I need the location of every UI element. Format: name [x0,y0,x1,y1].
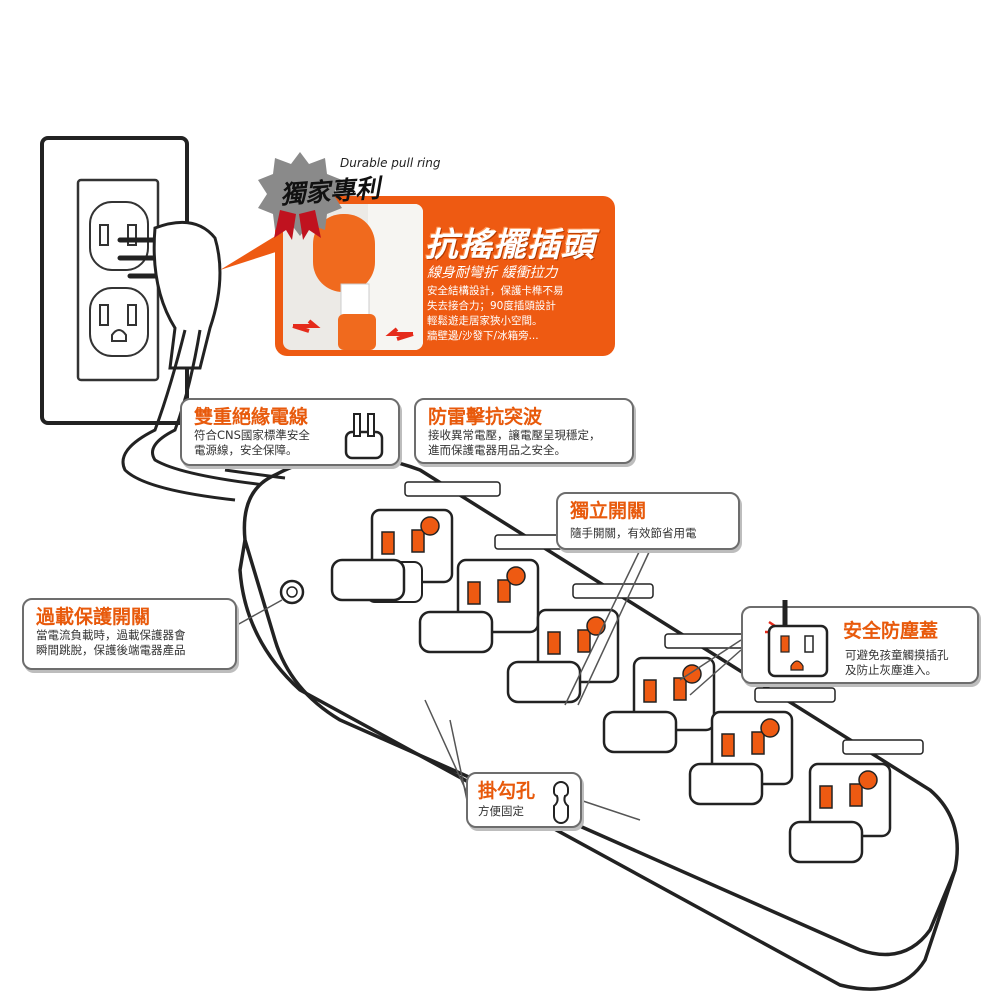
patent-seal-label: 獨家專利 [279,173,382,210]
dust-cover-icon [765,600,829,678]
pull-ring-caption: Durable pull ring [340,156,441,170]
callout-independent-switch: 獨立開關 隨手開關，有效節省用電 [556,492,740,550]
patent-seal-icon [258,152,342,240]
promo-headline: 抗搖擺插頭 [425,225,595,264]
callout-dust-cover: 安全防塵蓋 可避免孩童觸摸插孔 及防止灰塵進入。 [741,600,979,684]
callout-hook-hole: 掛勾孔 方便固定 [466,772,582,828]
promo-body: 安全結構設計，保護卡榫不易 失去接合力；90度插頭設計 輕鬆遊走居家狹小空間。 … [427,285,564,342]
anti-sway-plug-panel: 抗搖擺插頭 線身耐彎折 緩衝拉力 安全結構設計，保護卡榫不易 失去接合力；90度… [275,196,615,356]
hook-hole-icon [553,780,569,824]
pull-ring-photo [283,204,423,350]
callout-surge-protection: 防雷擊抗突波 接收異常電壓，讓電壓呈現穩定， 進而保護電器用品之安全。 [414,398,634,464]
callout-overload-switch: 過載保護開關 當電流負載時，過載保護器會 瞬間跳脫，保護後端電器產品 [22,598,237,670]
callout-double-insulation: 雙重絕緣電線 符合CNS國家標準安全 電源線，安全保障。 [180,398,400,466]
promo-subhead: 線身耐彎折 緩衝拉力 [427,265,558,281]
plug-icon [117,220,266,502]
cable-cross-section-icon [344,413,384,460]
